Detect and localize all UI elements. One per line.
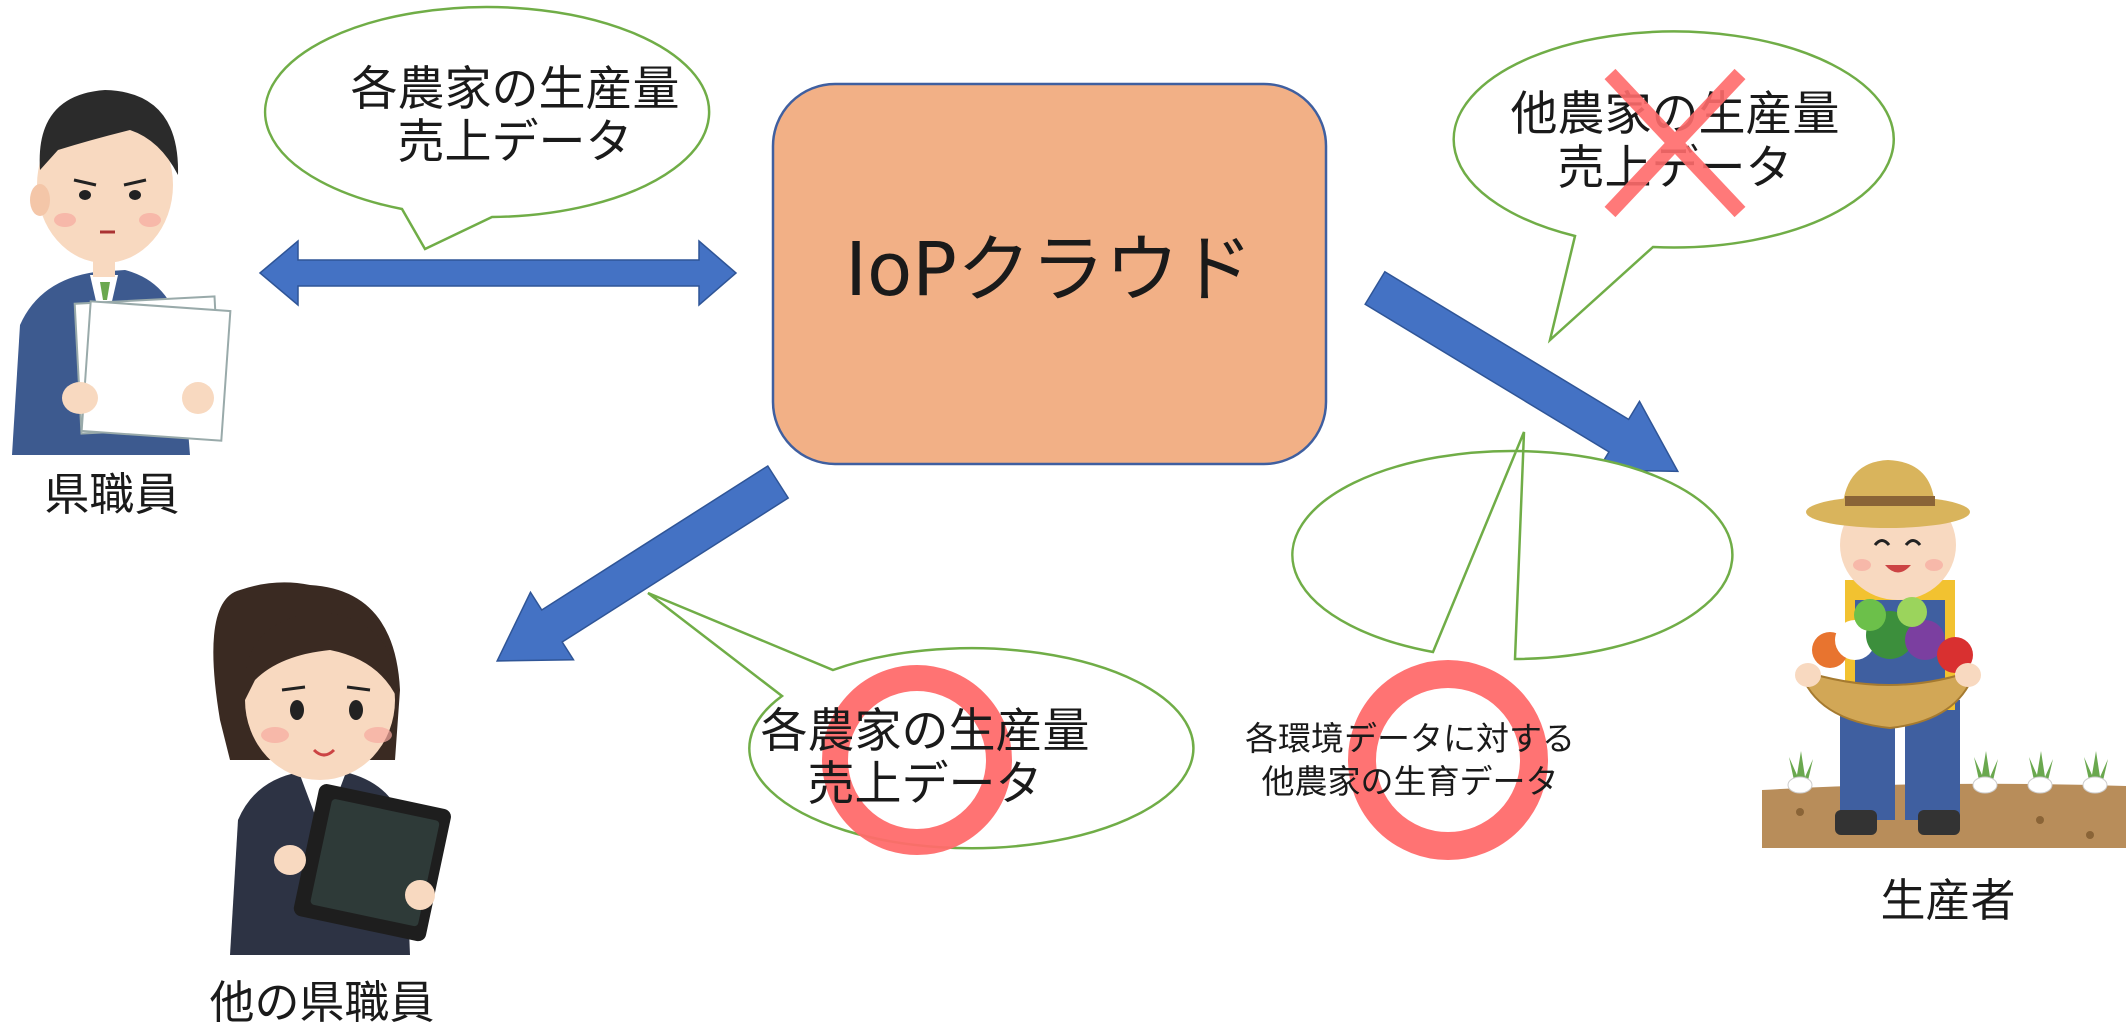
prefecture-staff-label: 県職員	[44, 468, 179, 521]
speech-bubble-bottom-right: 各環境データに対する 他農家の生育データ	[1245, 431, 1734, 860]
bubble-top-left-line1: 各農家の生産量	[351, 62, 680, 117]
circle-mark-icon	[1348, 660, 1548, 860]
iop-cloud-box: IoPクラウド	[771, 82, 1328, 466]
cross-mark-icon	[1604, 68, 1746, 218]
bubble-bottom-center-line1: 各農家の生産量	[761, 704, 1090, 759]
bubble-bottom-right-line1: 各環境データに対する	[1245, 719, 1575, 758]
other-prefecture-staff-label: 他の県職員	[209, 976, 434, 1025]
bubble-bottom-right-line2: 他農家の生育データ	[1262, 762, 1559, 801]
speech-bubble-bottom-center: 各農家の生産量 売上データ	[647, 591, 1195, 855]
circle-mark-icon	[822, 665, 1012, 855]
bubble-top-left-line2: 売上データ	[398, 115, 633, 170]
speech-bubble-top-right: 他農家の生産量 売上データ	[1452, 30, 1895, 344]
producer-label: 生産者	[1880, 874, 2015, 927]
male-staff-figure	[12, 90, 232, 455]
double-arrow-staff-cloud	[258, 239, 738, 307]
speech-bubble-top-left: 各農家の生産量 売上データ	[263, 5, 711, 251]
iop-cloud-label: IoPクラウド	[845, 227, 1253, 313]
farmer-figure	[1762, 460, 2126, 848]
bubble-bottom-center-line2: 売上データ	[808, 757, 1043, 812]
female-staff-figure	[213, 582, 451, 955]
arrow-cloud-to-other-staff	[495, 464, 790, 662]
